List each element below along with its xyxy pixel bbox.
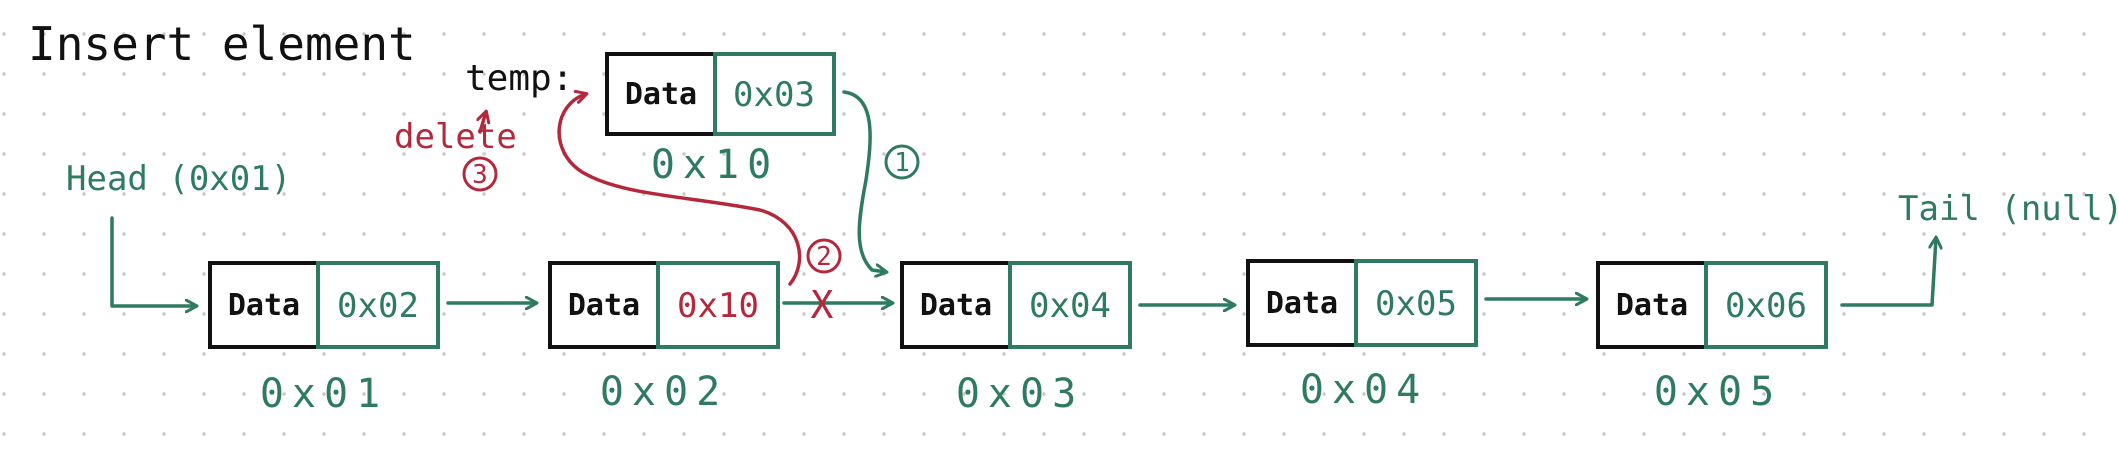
node-5-pointer-cell xyxy=(1704,261,1828,349)
step-1-label: 1 xyxy=(894,148,910,178)
node-4-pointer-cell xyxy=(1354,259,1478,347)
node-4-data-label: Data xyxy=(1266,286,1338,321)
step-1-circle xyxy=(884,144,920,180)
node-3-data-cell xyxy=(900,261,1012,349)
node-2-next-label: 0x10 xyxy=(677,286,759,326)
step-2-circle xyxy=(806,238,842,274)
temp-node-pointer-cell xyxy=(713,52,836,136)
temp-node-data-cell xyxy=(605,52,717,136)
delete-label: delete xyxy=(394,117,517,157)
list-node-4: Data 0x05 0x04 xyxy=(1246,259,1478,413)
temp-node-address: 0x10 xyxy=(651,142,779,188)
list-node-5: Data 0x06 0x05 xyxy=(1596,261,1828,415)
node-1-next-label: 0x02 xyxy=(337,286,419,326)
step-2-red-curve xyxy=(557,94,802,286)
step-3-label: 3 xyxy=(472,160,488,190)
head-arrow xyxy=(110,216,196,306)
list-node-3: Data 0x04 0x03 xyxy=(900,261,1132,417)
node-5-next-label: 0x06 xyxy=(1725,286,1807,326)
node-3-next-label: 0x04 xyxy=(1029,286,1111,326)
tail-label: Tail (null) xyxy=(1898,189,2119,229)
node-2-address: 0x02 xyxy=(600,369,728,415)
node-2-data-label: Data xyxy=(568,288,640,323)
temp-node: Data 0x03 0x10 xyxy=(605,52,836,188)
tail-arrow xyxy=(1840,238,1936,307)
temp-label: temp: xyxy=(465,58,573,99)
head-label: Head (0x01) xyxy=(66,159,291,199)
step-1-green-curve xyxy=(842,90,886,272)
step-3-circle xyxy=(462,156,498,192)
node-1-data-label: Data xyxy=(228,288,300,323)
node-3-data-label: Data xyxy=(920,288,992,323)
node-5-data-label: Data xyxy=(1616,288,1688,323)
diagram-title: Insert element xyxy=(28,17,416,71)
node-5-address: 0x05 xyxy=(1654,369,1782,415)
node-1-data-cell xyxy=(208,261,320,349)
cross-mark: X xyxy=(811,283,834,327)
node-1-address: 0x01 xyxy=(260,371,388,417)
node-3-pointer-cell xyxy=(1008,261,1132,349)
list-node-1: Data 0x02 0x01 xyxy=(208,261,440,417)
step-2-label: 2 xyxy=(816,242,832,272)
list-node-2: Data 0x10 0x02 xyxy=(548,261,780,415)
node-4-address: 0x04 xyxy=(1300,367,1428,413)
node-4-data-cell xyxy=(1246,259,1358,347)
temp-node-data-label: Data xyxy=(625,77,697,112)
temp-node-next-label: 0x03 xyxy=(733,75,815,115)
node-3-address: 0x03 xyxy=(956,371,1084,417)
delete-arrow xyxy=(480,112,486,134)
node-4-next-label: 0x05 xyxy=(1375,284,1457,324)
node-1-pointer-cell xyxy=(316,261,440,349)
node-2-pointer-cell xyxy=(656,261,780,349)
node-5-data-cell xyxy=(1596,261,1708,349)
